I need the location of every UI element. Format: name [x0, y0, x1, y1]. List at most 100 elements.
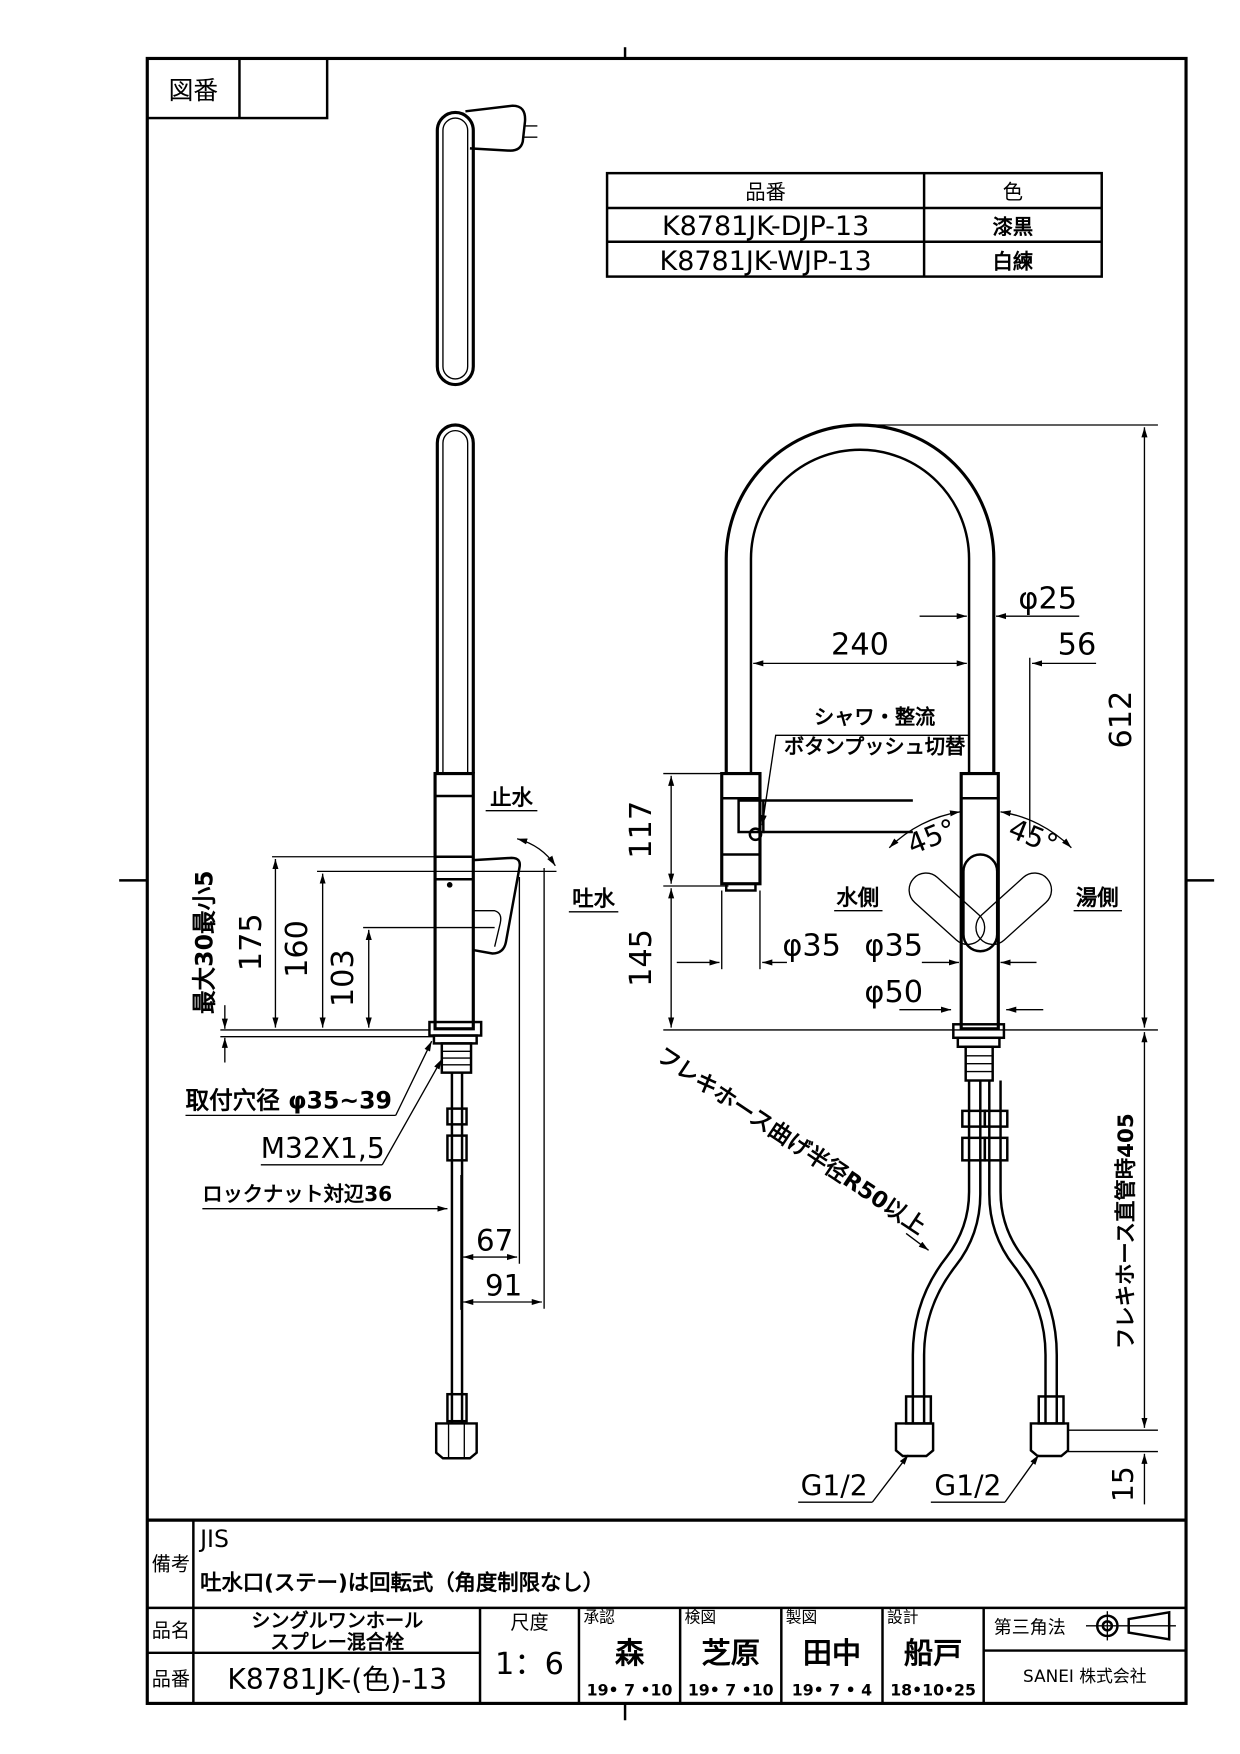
- diameter-35-head-label: φ35: [782, 929, 841, 964]
- thread-leader: [381, 1058, 443, 1166]
- mount-hole-leader: [395, 1040, 433, 1116]
- cold-hose-edge: [922, 1080, 982, 1424]
- lever-ghost-right: [975, 872, 1053, 946]
- side-view: 175 160 103 最大30最小5 止水 吐水 取付穴径 φ35~39 M3…: [185, 104, 619, 1460]
- dimension-15-label: 15: [1107, 1466, 1140, 1502]
- side-view-riser-inner: [442, 429, 469, 774]
- projection-icon-inner-circle: [1101, 1620, 1114, 1632]
- angle-arc-right: [1000, 810, 1072, 849]
- hot-side-label: 湯側: [1076, 886, 1119, 911]
- drafting-name: 田中: [803, 1636, 861, 1670]
- discharge-label: 吐水: [572, 887, 615, 912]
- product-number-label: 品番: [152, 1667, 190, 1690]
- button-note-line-2: ボタンプッシュ切替: [784, 734, 966, 758]
- third-angle-projection-icon: [1085, 1610, 1176, 1641]
- parts-table: 品番 色 K8781JK-DJP-13 漆黒 K8781JK-WJP-13 白練: [605, 171, 1103, 278]
- scale-value: 1：6: [495, 1647, 564, 1682]
- cold-hose-edge: [911, 1080, 971, 1424]
- design-role: 設計: [887, 1607, 918, 1626]
- spray-head-button-dot: [748, 827, 763, 842]
- drawing-number-label: 図番: [169, 76, 218, 105]
- parts-table-part-number: K8781JK-WJP-13: [660, 246, 872, 277]
- remarks-note: 吐水口(ステー)は回転式（角度制限なし）: [200, 1570, 604, 1596]
- dimension-91-label: 91: [485, 1268, 522, 1302]
- hot-hose-nut: [1029, 1422, 1070, 1458]
- hose-fitting: [983, 1109, 1009, 1128]
- title-block: 備考 JIS 吐水口(ステー)は回転式（角度制限なし） 品名 シングルワンホール…: [147, 1518, 1187, 1704]
- dimension-160-label: 160: [280, 920, 315, 978]
- side-view-faucet-body: [433, 423, 521, 1031]
- spray-head-inner: [442, 117, 469, 380]
- drafting-date: 19• 7 • 4: [792, 1681, 872, 1700]
- side-view-hose-fitting: [446, 1107, 468, 1126]
- cold-hose-nut: [894, 1422, 935, 1458]
- diameter-35-body-label: φ35: [864, 929, 923, 964]
- side-view-body: [433, 771, 475, 1031]
- mount-hole-label: 取付穴径 φ35~39: [185, 1087, 391, 1115]
- approval-name: 森: [615, 1636, 645, 1670]
- hose-bend-leader: [905, 1232, 929, 1251]
- connection-left-leader: [871, 1454, 909, 1503]
- parts-table-header-part-number: 品番: [745, 180, 785, 204]
- side-view-mounting: [428, 1020, 483, 1460]
- projection-icon-outer-circle: [1095, 1614, 1119, 1638]
- hot-hose-edge: [999, 1080, 1058, 1424]
- angle-arc-left: [888, 810, 961, 849]
- approval-date: 19• 7 •10: [587, 1681, 673, 1700]
- approval-role: 承認: [583, 1607, 615, 1626]
- drawing-frame: [119, 47, 1215, 1721]
- side-view-hose-nut: [434, 1422, 478, 1460]
- spray-head-nozzle: [725, 882, 757, 892]
- lever-rotation-arrow: [516, 838, 556, 867]
- connection-right-label: G1/2: [934, 1469, 1001, 1502]
- drafting-role: 製図: [786, 1607, 817, 1626]
- parts-table-header-color: 色: [1003, 180, 1023, 204]
- dimension-67-label: 67: [476, 1223, 513, 1257]
- design-date: 18•10•25: [890, 1681, 976, 1700]
- company-name: SANEI 株式会社: [1023, 1666, 1147, 1686]
- diameter-50-label: φ50: [864, 975, 923, 1010]
- diameter-25-label: φ25: [1018, 581, 1077, 616]
- check-role: 検図: [685, 1607, 716, 1626]
- connection-right-leader: [1004, 1454, 1040, 1503]
- product-number: K8781JK-(色)-13: [227, 1663, 447, 1696]
- hose-fitting: [983, 1136, 1009, 1162]
- dimension-56-label: 56: [1058, 627, 1097, 662]
- dimension-175-label: 175: [234, 913, 269, 971]
- parts-table-color: 白練: [993, 250, 1034, 274]
- cold-side-label: 水側: [836, 886, 879, 911]
- connection-left-label: G1/2: [801, 1469, 868, 1502]
- dimension-612-label: 612: [1104, 691, 1139, 749]
- side-view-lever: [473, 856, 521, 955]
- hose-length-label: フレキホース直管時405: [1113, 1113, 1139, 1349]
- projection-label: 第三角法: [994, 1618, 1066, 1639]
- thread-label: M32X1,5: [261, 1132, 385, 1165]
- projection-icon-cone: [1127, 1610, 1171, 1641]
- front-view-lever: [962, 853, 999, 953]
- side-view-body-mark: [446, 882, 453, 888]
- remarks-standard: JIS: [198, 1525, 229, 1553]
- check-name: 芝原: [702, 1636, 760, 1670]
- side-view-hose-fitting: [446, 1134, 468, 1162]
- parts-table-color: 漆黒: [993, 215, 1033, 239]
- dimension-103-label: 103: [326, 949, 361, 1007]
- check-date: 19• 7 •10: [688, 1681, 774, 1700]
- counter-thickness-label: 最大30最小5: [190, 870, 218, 1014]
- spout-arch-inner: [749, 448, 971, 774]
- spray-head-outer: [435, 110, 475, 387]
- side-view-dimensions: 175 160 103 最大30最小5 止水 吐水 取付穴径 φ35~39 M3…: [185, 786, 619, 1310]
- dimension-117-label: 117: [624, 801, 659, 859]
- parts-table-border: [605, 171, 1103, 278]
- parts-table-part-number: K8781JK-DJP-13: [662, 211, 869, 242]
- drawing-number-border: [146, 57, 329, 120]
- front-view-spray-head: [720, 771, 913, 892]
- front-view-mounting: [894, 1023, 1070, 1458]
- dimension-240-label: 240: [831, 627, 889, 662]
- side-view-hose-fitting: [446, 1392, 468, 1423]
- side-view-spray-head: [435, 104, 538, 387]
- remarks-label: 備考: [152, 1553, 190, 1576]
- drawing-number-box: 図番: [146, 57, 329, 120]
- side-view-lever-detail: [473, 910, 502, 947]
